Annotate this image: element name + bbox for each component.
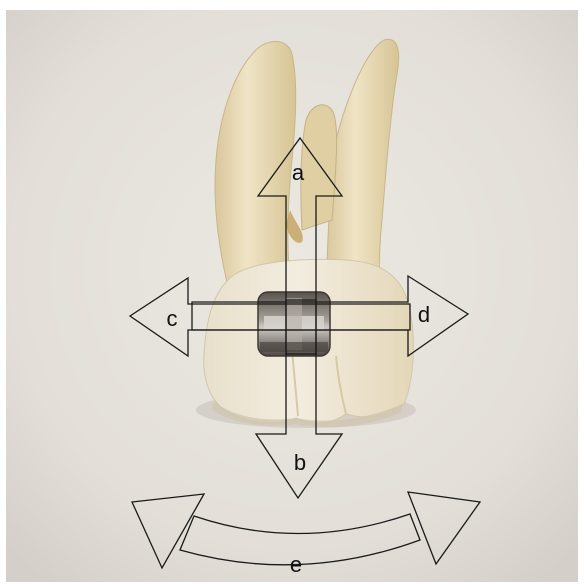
- label-d: d: [418, 302, 430, 327]
- arrow-e-left-head: [132, 494, 204, 568]
- arrow-e-right-head: [408, 492, 480, 564]
- label-e: e: [290, 552, 302, 577]
- label-b: b: [294, 450, 306, 475]
- label-c: c: [167, 306, 178, 331]
- label-a: a: [292, 160, 305, 185]
